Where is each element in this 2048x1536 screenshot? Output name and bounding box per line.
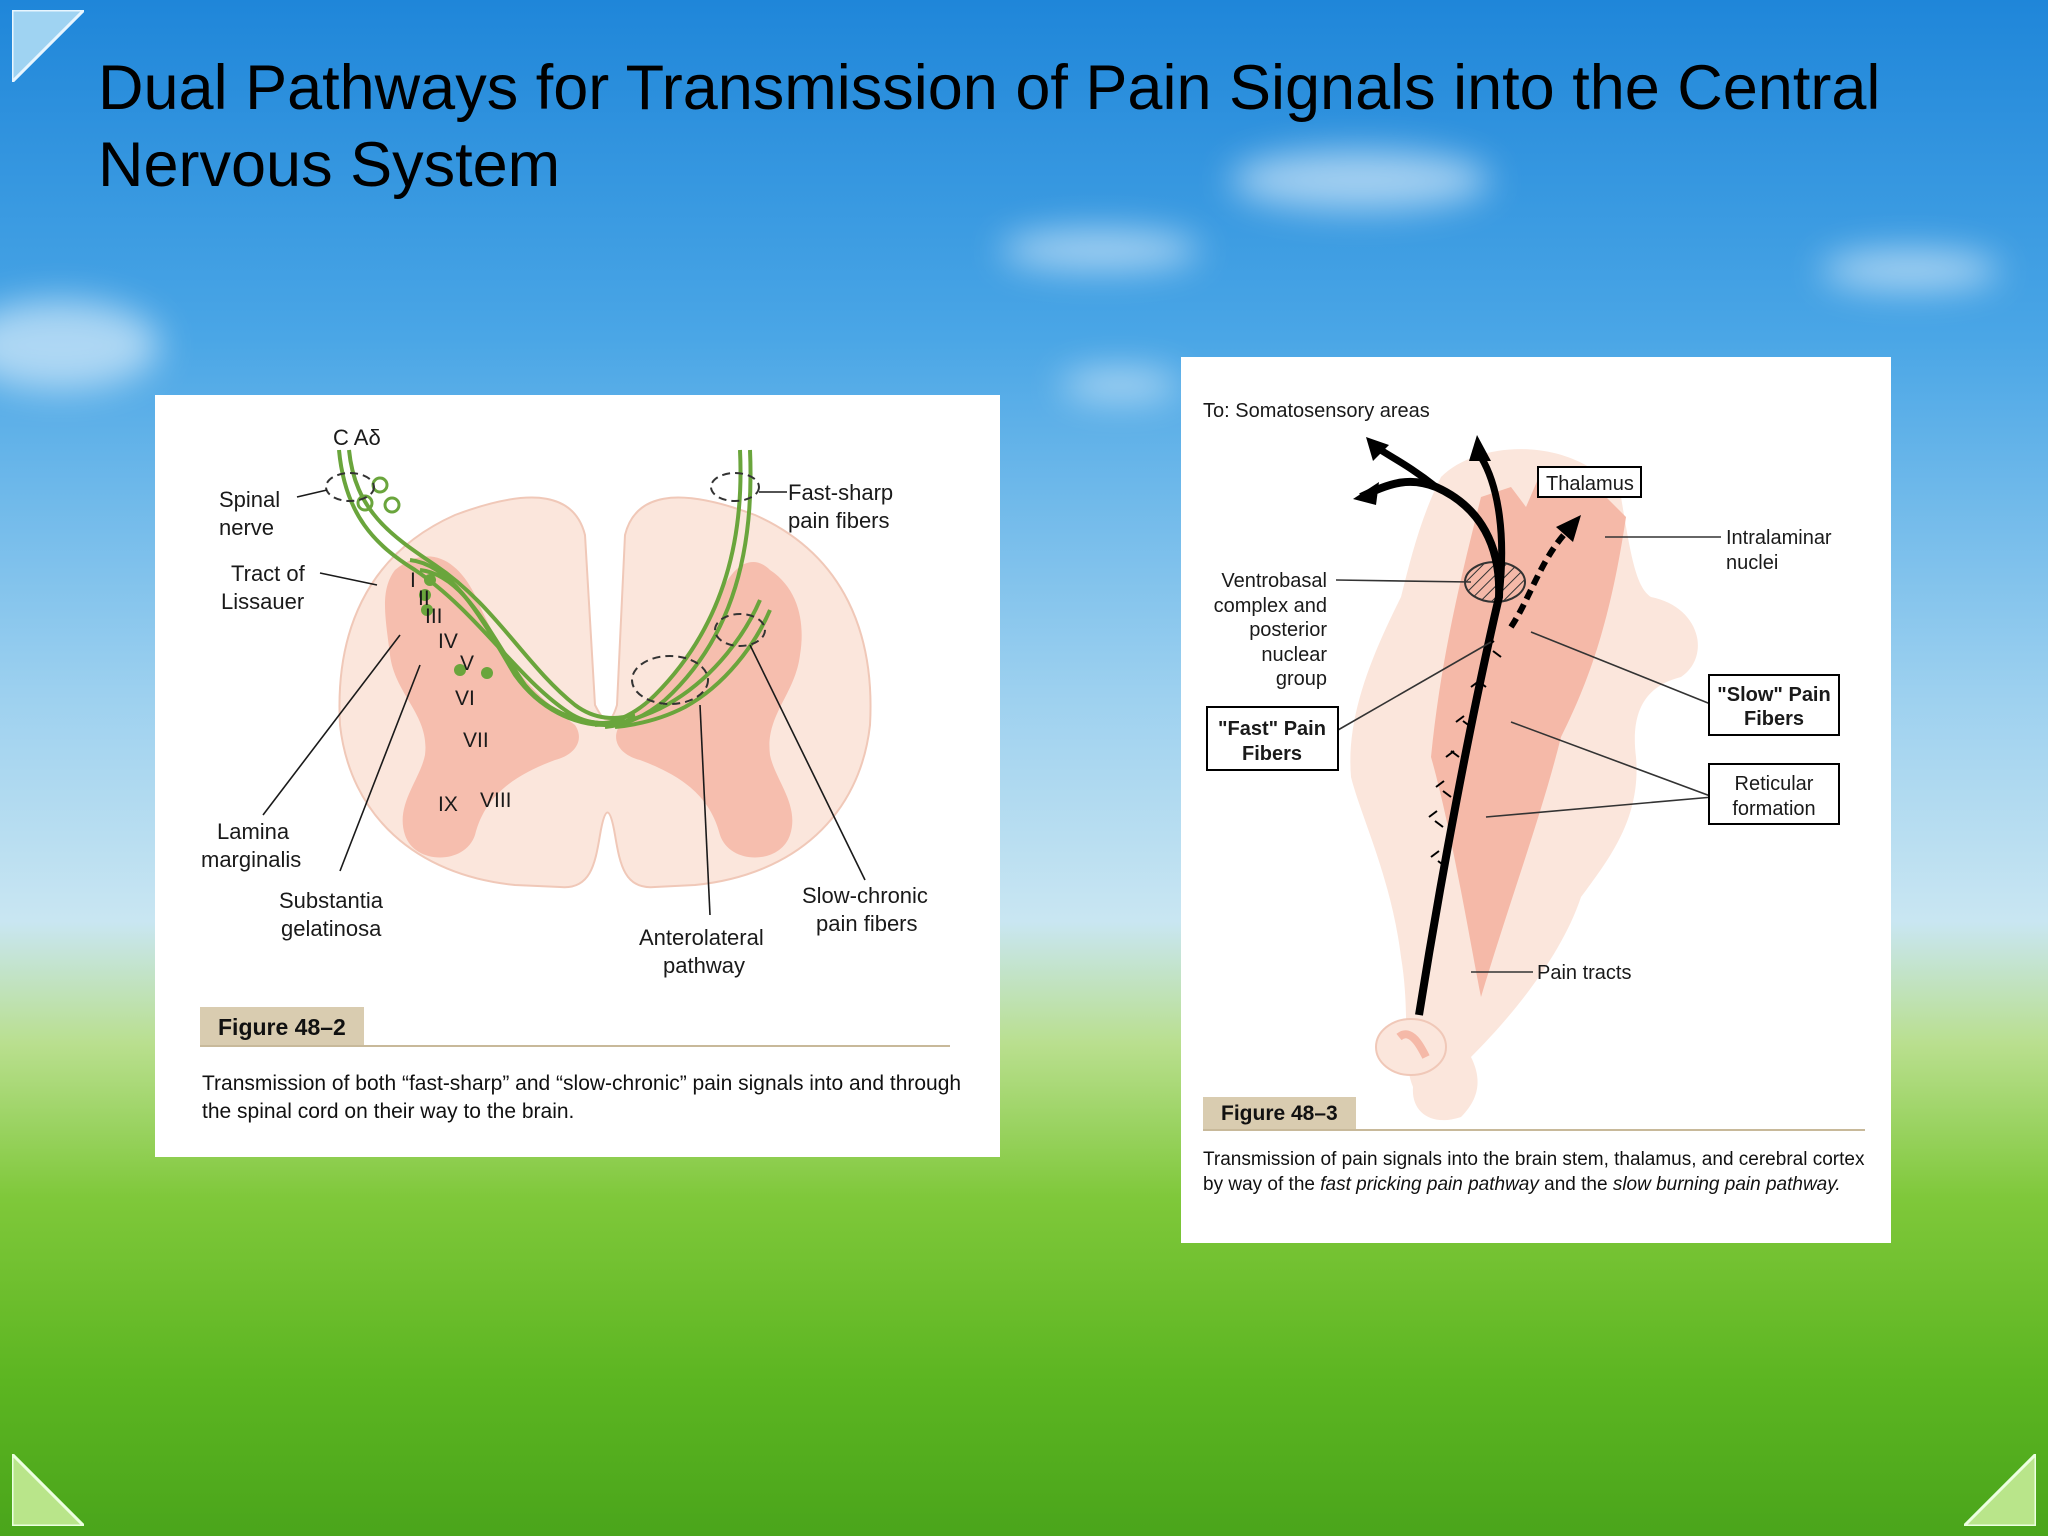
slide-title: Dual Pathways for Transmission of Pain S… — [98, 53, 1881, 200]
figure-rule — [1203, 1129, 1865, 1131]
figure-caption: Transmission of both “fast-sharp” and “s… — [202, 1072, 962, 1123]
fast-fibers-box — [1206, 706, 1339, 771]
reticular-box — [1708, 763, 1840, 825]
label-tract-lissauer: Tract of — [231, 561, 306, 586]
cloud — [1000, 230, 1200, 270]
figure-tag: Figure 48–3 — [1203, 1097, 1356, 1131]
corner-triangle-icon — [1964, 1454, 2036, 1526]
arrow-icon — [1366, 437, 1389, 461]
grey-matter-left — [385, 556, 579, 858]
caption-italic: slow burning pain pathway. — [1612, 1174, 1841, 1195]
slow-pain-tract — [1508, 524, 1574, 629]
caption-italic: fast pricking pain pathway — [1320, 1174, 1539, 1195]
label-fast-sharp: pain fibers — [788, 508, 890, 533]
figure-48-2-panel: C Aδ Spinal nerve Tract of Lissauer Fast… — [155, 395, 1000, 1157]
label-slow-fibers: Fibers — [1744, 708, 1804, 730]
cloud — [1230, 150, 1490, 210]
label-lamina-marginalis: marginalis — [201, 847, 301, 872]
figure-tag: Figure 48–2 — [200, 1007, 364, 1047]
label-ventrobasal: nuclear — [1261, 644, 1327, 666]
label-slow-chronic: pain fibers — [816, 911, 918, 936]
label-reticular: formation — [1732, 798, 1815, 820]
label-slow-fibers: "Slow" Pain — [1717, 684, 1830, 706]
lamina-I: I — [410, 569, 416, 592]
lamina-II: II — [418, 587, 430, 610]
label-somatosensory: To: Somatosensory areas — [1203, 400, 1430, 422]
label-spinal-nerve: nerve — [219, 515, 274, 540]
label-ventrobasal: Ventrobasal — [1221, 570, 1327, 592]
arrow-icon — [1353, 482, 1379, 505]
label-fast-fibers: Fibers — [1242, 743, 1302, 765]
cloud — [1820, 250, 2000, 290]
lamina-V: V — [460, 652, 474, 675]
label-spinal-nerve: Spinal — [219, 487, 280, 512]
slow-fibers-box — [1708, 674, 1840, 736]
lamina-VII: VII — [463, 729, 489, 752]
cloud — [1060, 370, 1180, 400]
label-slow-chronic: Slow-chronic — [802, 883, 928, 908]
figure-rule — [200, 1045, 950, 1047]
label-ventrobasal: posterior — [1249, 619, 1327, 641]
lamina-VIII: VIII — [480, 789, 512, 812]
label-pain-tracts: Pain tracts — [1537, 962, 1631, 984]
label-fast-sharp: Fast-sharp — [788, 480, 893, 505]
figure-48-3-panel: To: Somatosensory areas Thalamus Intrala… — [1181, 357, 1891, 1243]
label-ventrobasal: complex and — [1214, 595, 1327, 617]
figure-caption: Transmission of pain signals into the br… — [1203, 1147, 1871, 1197]
label-thalamus: Thalamus — [1546, 473, 1634, 495]
caption-text: Transmission of pain signals into the br… — [1203, 1149, 1865, 1195]
brainstem-diagram: To: Somatosensory areas Thalamus Intrala… — [1203, 400, 1840, 1121]
cloud — [0, 300, 160, 390]
caption-text: and the — [1538, 1174, 1613, 1195]
label-intralaminar: nuclei — [1726, 552, 1778, 574]
lamina-III: III — [425, 605, 443, 628]
label-reticular: Reticular — [1735, 773, 1814, 795]
label-intralaminar: Intralaminar — [1726, 527, 1832, 549]
label-substantia-gelatinosa: gelatinosa — [281, 916, 382, 941]
label-substantia-gelatinosa: Substantia — [279, 888, 384, 913]
lamina-IX: IX — [438, 793, 458, 816]
arrow-icon — [1556, 515, 1581, 542]
spinal-cord-diagram: C Aδ Spinal nerve Tract of Lissauer Fast… — [201, 425, 928, 978]
lamina-VI: VI — [455, 687, 475, 710]
label-tract-lissauer: Lissauer — [221, 589, 304, 614]
spinal-segment — [1375, 1018, 1447, 1076]
label-lamina-marginalis: Lamina — [217, 819, 290, 844]
label-ventrobasal: group — [1276, 668, 1327, 690]
label-fibers-top: C Aδ — [333, 425, 381, 450]
corner-triangle-icon — [12, 10, 84, 82]
thalamus-box — [1537, 466, 1642, 498]
lamina-IV: IV — [438, 630, 458, 653]
label-fast-fibers: "Fast" Pain — [1218, 718, 1326, 740]
label-anterolateral: Anterolateral — [639, 925, 764, 950]
corner-triangle-icon — [12, 1454, 84, 1526]
label-anterolateral: pathway — [663, 953, 745, 978]
arrow-icon — [1469, 435, 1491, 461]
